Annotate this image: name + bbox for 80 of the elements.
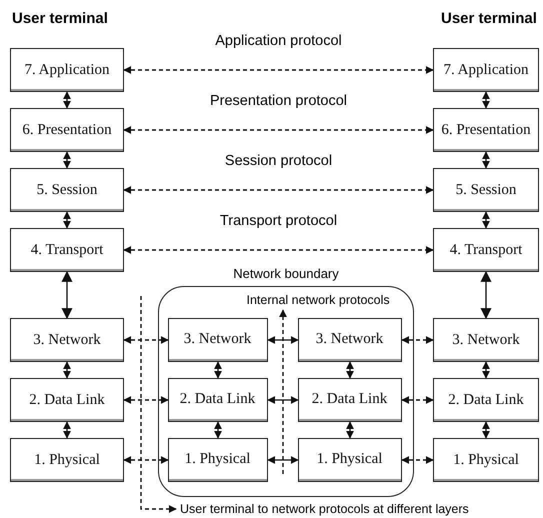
edge-label: Transport protocol xyxy=(220,213,338,229)
layer-box xyxy=(10,168,124,212)
layer-label: 1. Physical xyxy=(453,452,519,468)
arrow xyxy=(482,211,490,229)
edge-label: Application protocol xyxy=(215,33,342,49)
arrow xyxy=(267,456,299,464)
leader-arrow xyxy=(140,296,177,513)
arrow xyxy=(123,186,434,194)
layer-box xyxy=(168,318,268,362)
arrow xyxy=(123,456,169,464)
layer-label: 3. Network xyxy=(452,332,520,348)
layer-box xyxy=(10,378,124,422)
arrow xyxy=(482,361,490,379)
column-heading: User terminal xyxy=(12,10,108,27)
layer-box xyxy=(168,438,268,482)
arrow xyxy=(63,151,71,169)
edge-label: Presentation protocol xyxy=(210,93,348,109)
layer-label: 4. Transport xyxy=(450,242,522,258)
layer-label: 2. Data Link xyxy=(312,391,388,408)
layer-box xyxy=(10,108,124,152)
layer-label: 3. Network xyxy=(316,331,384,348)
edge-label: Session protocol xyxy=(224,153,332,169)
column-heading: User terminal xyxy=(441,10,537,27)
layer-label: 1. Physical xyxy=(316,451,382,468)
layer-label: 1. Physical xyxy=(34,452,100,468)
arrow xyxy=(346,361,354,379)
arrow xyxy=(480,270,492,320)
annotation-label: Internal network protocols xyxy=(246,292,390,306)
layer-box xyxy=(10,228,124,272)
layer-label: 3. Network xyxy=(33,332,101,348)
layer-label: 2. Data Link xyxy=(448,392,524,408)
arrow xyxy=(482,151,490,169)
annotation-label: User terminal to network protocols at different layers xyxy=(180,502,469,516)
arrow xyxy=(346,421,354,439)
layer-box xyxy=(433,438,539,482)
layer-label: 7. Application xyxy=(24,62,110,78)
arrow xyxy=(267,336,299,344)
layer-label: 3. Network xyxy=(184,331,252,348)
layer-box xyxy=(433,228,539,272)
arrow xyxy=(401,336,434,344)
layer-box xyxy=(433,108,539,152)
leader-arrow xyxy=(279,309,287,474)
boundary-title: Network boundary xyxy=(232,266,340,281)
arrow xyxy=(123,126,434,134)
arrow xyxy=(214,421,222,439)
layer-label: 2. Data Link xyxy=(180,391,256,408)
layer-box xyxy=(433,48,539,92)
layer-label: 2. Data Link xyxy=(29,392,105,408)
arrow xyxy=(401,396,434,404)
layer-box xyxy=(298,378,402,422)
arrow xyxy=(401,456,434,464)
layer-box xyxy=(433,168,539,212)
arrow xyxy=(123,66,434,74)
arrow xyxy=(63,211,71,229)
arrow xyxy=(123,396,169,404)
layer-label: 1. Physical xyxy=(184,451,250,468)
layer-box xyxy=(168,378,268,422)
layer-label: 5. Session xyxy=(456,182,516,198)
layer-box xyxy=(10,438,124,482)
layer-box xyxy=(10,48,124,92)
arrow xyxy=(482,421,490,439)
layer-label: 5. Session xyxy=(36,182,98,198)
arrow xyxy=(63,91,71,109)
layer-box xyxy=(298,318,402,362)
layer-label: 6. Presentation xyxy=(22,122,112,138)
arrow xyxy=(267,396,299,404)
arrow xyxy=(63,421,71,439)
arrow xyxy=(214,361,222,379)
layer-label: 7. Application xyxy=(444,62,528,78)
layer-box xyxy=(433,378,539,422)
layer-box xyxy=(10,318,124,362)
layer-box xyxy=(298,438,402,482)
layer-label: 4. Transport xyxy=(30,242,104,258)
arrow xyxy=(123,336,169,344)
arrow xyxy=(123,246,434,254)
arrow xyxy=(62,270,72,320)
layer-label: 6. Presentation xyxy=(441,122,531,138)
arrow xyxy=(482,91,490,109)
layer-box xyxy=(433,318,539,362)
arrow xyxy=(63,361,71,379)
